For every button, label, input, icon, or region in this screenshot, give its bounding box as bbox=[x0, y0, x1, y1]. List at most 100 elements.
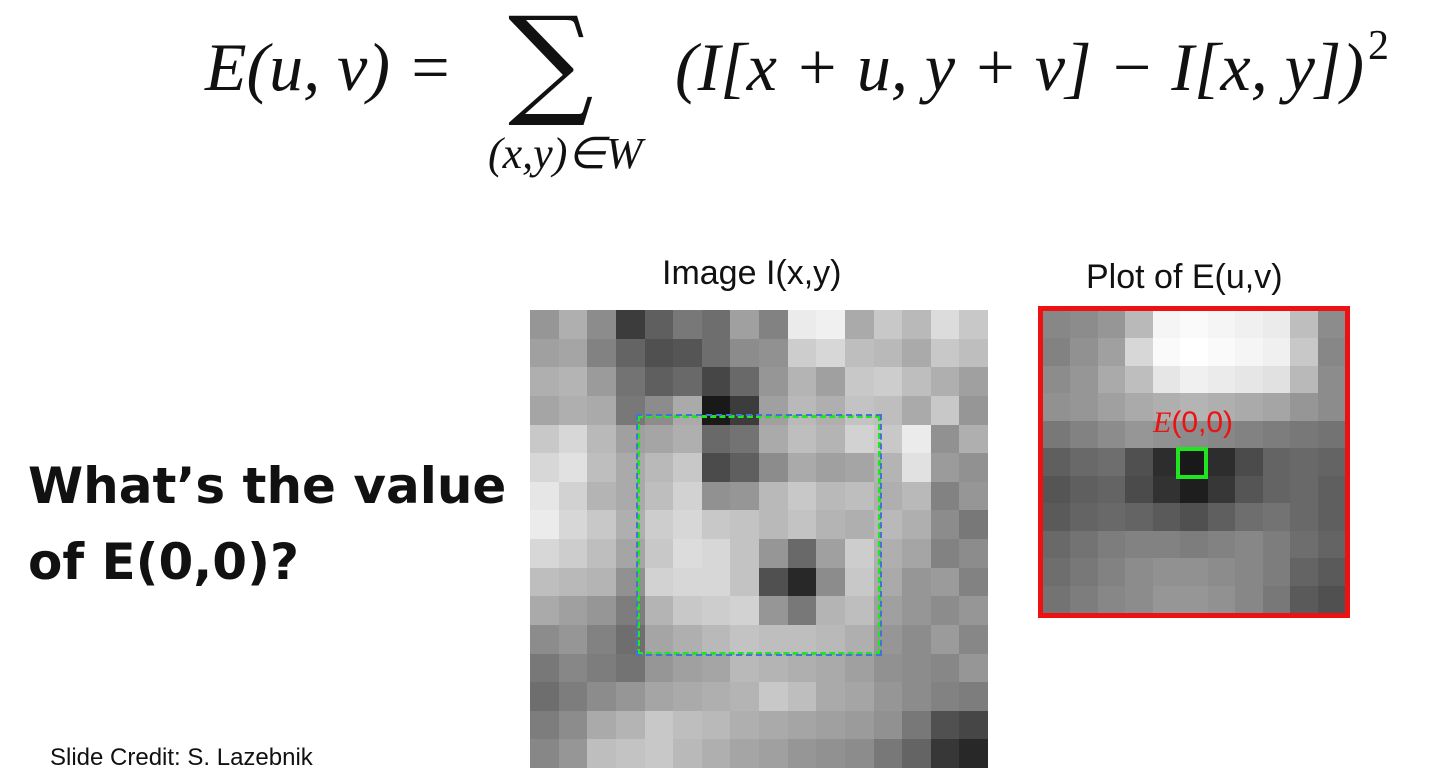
image-pixel bbox=[787, 453, 817, 482]
plot-pixel bbox=[1207, 365, 1236, 394]
image-pixel bbox=[644, 395, 674, 425]
image-pixel bbox=[558, 481, 588, 511]
plot-pixel bbox=[1152, 393, 1181, 421]
image-pixel bbox=[959, 624, 988, 654]
image-pixel bbox=[816, 710, 845, 740]
formula-rhs: (I[x + u, y + v] − I[x, y]) bbox=[675, 29, 1364, 105]
plot-pixel bbox=[1180, 393, 1208, 421]
image-pixel bbox=[644, 653, 674, 683]
image-pixel bbox=[701, 424, 731, 454]
image-pixel bbox=[587, 710, 616, 740]
e00-label-args: (0,0) bbox=[1171, 406, 1234, 439]
image-pixel bbox=[673, 310, 702, 339]
plot-pixel bbox=[1290, 393, 1318, 421]
image-pixel bbox=[787, 596, 817, 625]
plot-pixel bbox=[1125, 558, 1153, 586]
image-pixel bbox=[701, 739, 731, 768]
image-pixel bbox=[787, 338, 817, 368]
plot-pixel bbox=[1043, 420, 1071, 449]
image-pixel bbox=[930, 539, 960, 568]
image-pixel bbox=[759, 710, 788, 740]
image-pixel bbox=[730, 367, 759, 396]
image-pixel bbox=[530, 481, 559, 511]
image-pixel bbox=[930, 682, 960, 711]
question: What’s the value of E(0,0)? bbox=[28, 448, 508, 600]
image-pixel bbox=[701, 567, 731, 597]
plot-pixel bbox=[1235, 530, 1263, 559]
image-pixel bbox=[587, 481, 616, 511]
image-pixel bbox=[902, 424, 931, 454]
image-pixel bbox=[587, 653, 616, 683]
image-pixel bbox=[759, 682, 788, 711]
plot-pixel bbox=[1180, 448, 1208, 476]
image-pixel bbox=[615, 338, 645, 368]
image-pixel bbox=[959, 310, 988, 339]
image-pixel bbox=[673, 395, 702, 425]
image-pixel bbox=[558, 367, 588, 396]
plot-pixel bbox=[1070, 503, 1098, 531]
plot-pixel bbox=[1262, 558, 1291, 586]
formula-lhs: E(u, v) = bbox=[205, 29, 453, 105]
image-pixel bbox=[644, 481, 674, 511]
image-pixel bbox=[730, 682, 759, 711]
plot-pixel bbox=[1235, 503, 1263, 531]
plot-pixel bbox=[1262, 311, 1291, 339]
plot-pixel bbox=[1290, 365, 1318, 394]
image-pixel bbox=[930, 567, 960, 597]
image-pixel bbox=[816, 624, 845, 654]
plot-pixel bbox=[1317, 585, 1345, 613]
image-pixel bbox=[816, 338, 845, 368]
plot-pixel bbox=[1152, 311, 1181, 339]
plot-pixel bbox=[1262, 530, 1291, 559]
energy-plot-cells bbox=[1043, 311, 1345, 613]
plot-pixel bbox=[1180, 530, 1208, 559]
image-pixel bbox=[787, 481, 817, 511]
plot-pixel bbox=[1262, 338, 1291, 366]
image-pixel bbox=[759, 338, 788, 368]
plot-pixel bbox=[1125, 503, 1153, 531]
image-pixel bbox=[844, 424, 874, 454]
plot-pixel bbox=[1152, 365, 1181, 394]
image-pixel bbox=[730, 310, 759, 339]
plot-pixel bbox=[1262, 475, 1291, 504]
image-pixel bbox=[558, 424, 588, 454]
image-pixel bbox=[730, 338, 759, 368]
image-pixel bbox=[787, 624, 817, 654]
image-pixel bbox=[587, 367, 616, 396]
image-pixel bbox=[530, 710, 559, 740]
image-pixel bbox=[615, 653, 645, 683]
plot-pixel bbox=[1180, 475, 1208, 504]
plot-pixel bbox=[1317, 503, 1345, 531]
image-pixel bbox=[730, 539, 759, 568]
image-pixel bbox=[902, 682, 931, 711]
image-pixel bbox=[873, 310, 903, 339]
plot-pixel bbox=[1043, 311, 1071, 339]
image-pixel bbox=[816, 395, 845, 425]
image-pixel bbox=[530, 310, 559, 339]
image-pixel bbox=[673, 567, 702, 597]
image-pixel bbox=[816, 481, 845, 511]
image-pixel bbox=[873, 367, 903, 396]
image-pixel bbox=[902, 596, 931, 625]
image-pixel bbox=[759, 395, 788, 425]
image-pixel bbox=[587, 424, 616, 454]
plot-pixel bbox=[1262, 365, 1291, 394]
plot-pixel bbox=[1097, 503, 1126, 531]
image-pixel bbox=[930, 338, 960, 368]
image-pixel bbox=[558, 596, 588, 625]
plot-pixel bbox=[1317, 448, 1345, 476]
plot-pixel bbox=[1207, 503, 1236, 531]
plot-pixel bbox=[1235, 585, 1263, 613]
plot-pixel bbox=[1097, 311, 1126, 339]
image-pixel bbox=[930, 739, 960, 768]
image-pixel bbox=[816, 310, 845, 339]
image-pixel bbox=[615, 682, 645, 711]
image-pixel bbox=[673, 653, 702, 683]
plot-pixel bbox=[1152, 558, 1181, 586]
plot-pixel bbox=[1207, 311, 1236, 339]
plot-pixel bbox=[1152, 420, 1181, 449]
image-pixel bbox=[959, 481, 988, 511]
image-pixel bbox=[530, 424, 559, 454]
plot-pixel bbox=[1152, 338, 1181, 366]
formula-subscript: (x,y)∈W bbox=[488, 129, 643, 178]
